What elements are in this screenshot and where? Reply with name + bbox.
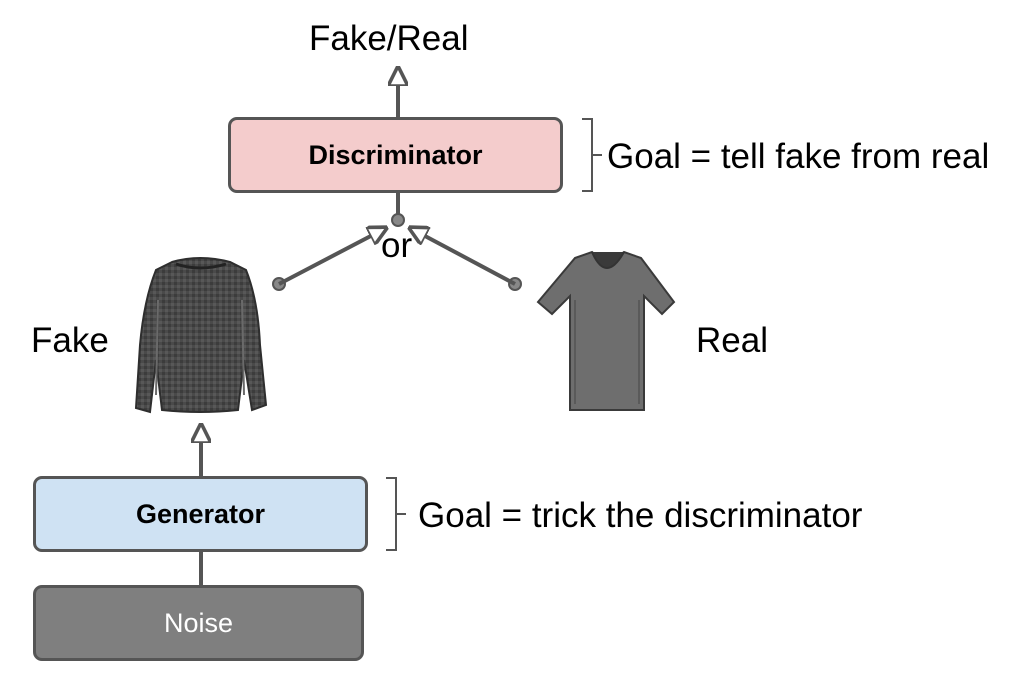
- discriminator-box: Discriminator: [228, 117, 563, 193]
- noise-box: Noise: [33, 585, 364, 661]
- real-label: Real: [696, 321, 768, 360]
- generator-goal-brace: [386, 477, 406, 551]
- merge-node: [391, 213, 405, 227]
- fake-label: Fake: [31, 321, 109, 360]
- sweater-icon: [134, 257, 268, 414]
- discriminator-goal: Goal = tell fake from real: [607, 137, 990, 176]
- real-arrow: [410, 228, 516, 286]
- output-label: Fake/Real: [309, 19, 469, 58]
- merge-label: or: [381, 226, 413, 265]
- generator-box: Generator: [33, 476, 368, 552]
- tshirt-icon: [536, 250, 676, 411]
- generator-goal: Goal = trick the discriminator: [418, 496, 863, 535]
- discriminator-goal-brace: [582, 118, 602, 192]
- fake-arrow: [278, 228, 386, 286]
